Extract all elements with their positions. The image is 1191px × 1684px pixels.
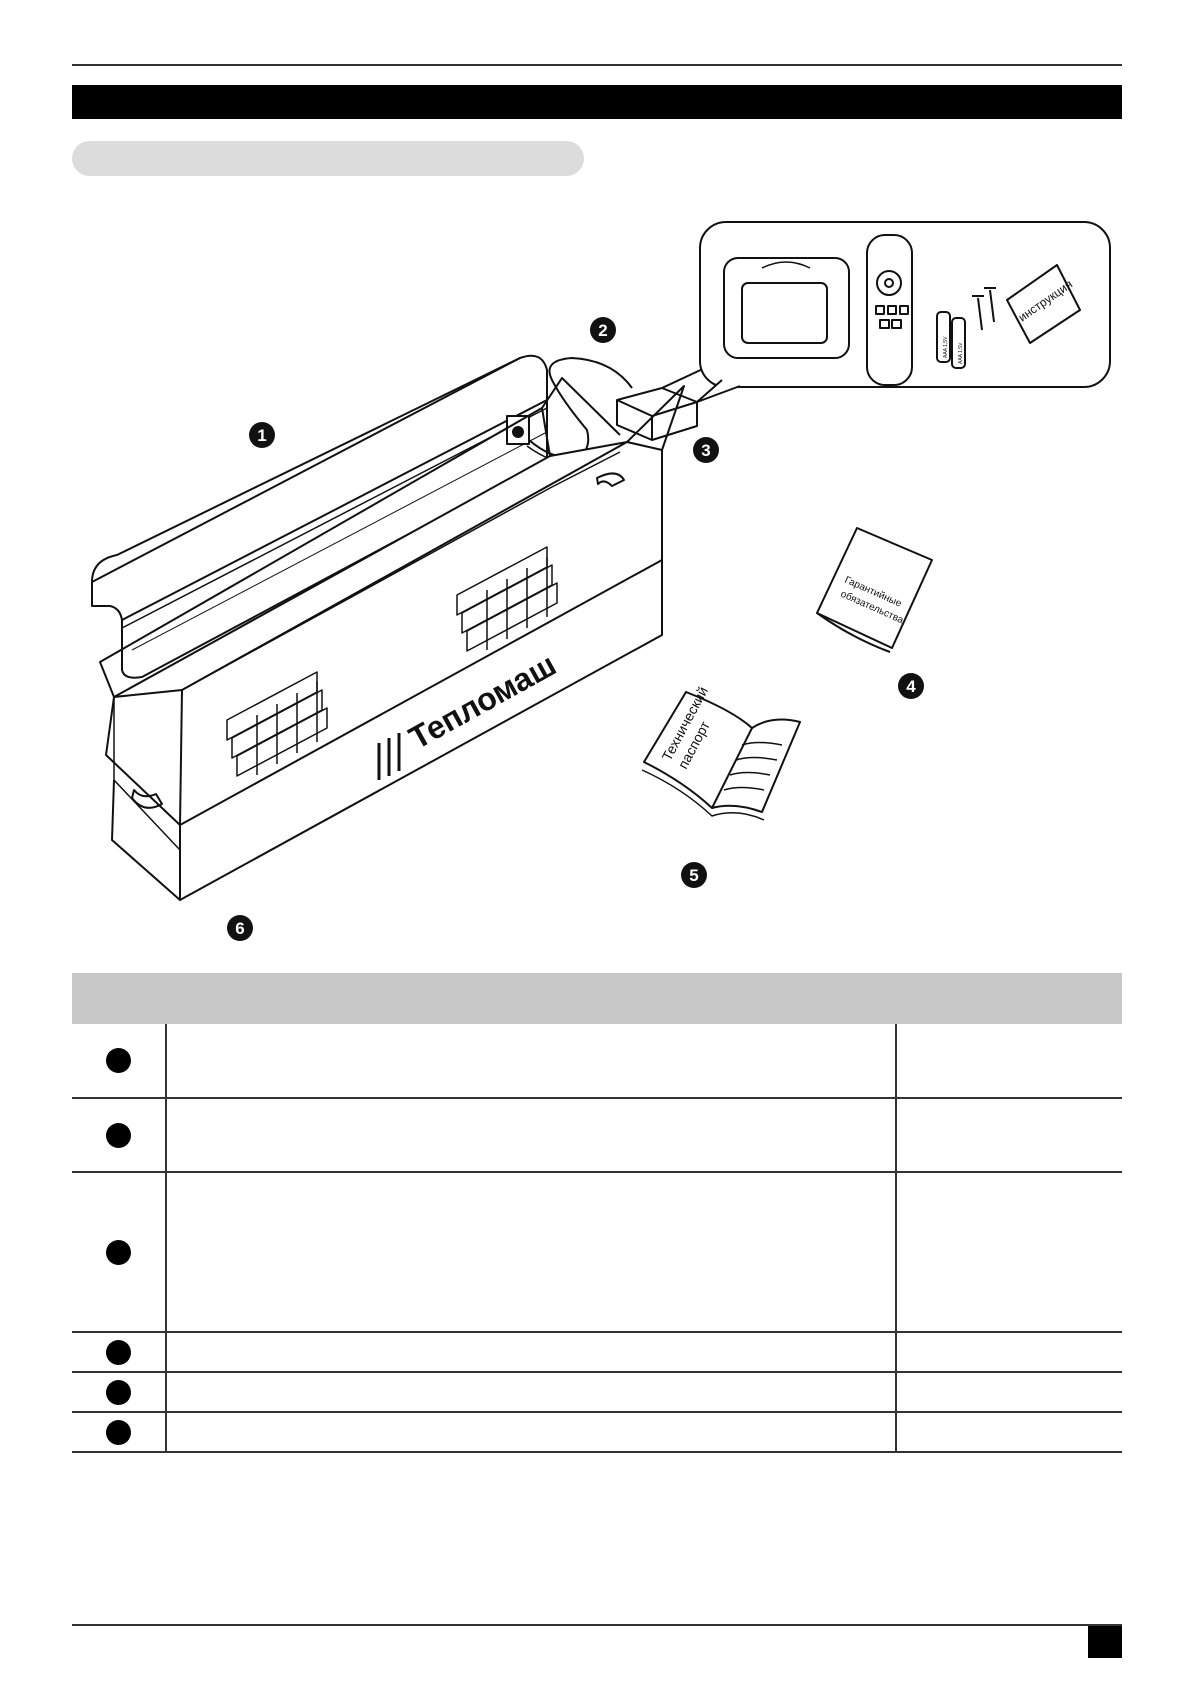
- battery-label-2: AAA 1,5V: [958, 342, 964, 364]
- battery-label-1: AAA 1,5V: [943, 336, 949, 358]
- svg-text:4: 4: [906, 677, 916, 696]
- callout-6: 6: [227, 915, 253, 941]
- callout-5: 5: [681, 862, 707, 888]
- table-row: [72, 1173, 1122, 1333]
- row-description: [167, 1024, 897, 1097]
- row-quantity: [897, 1099, 1122, 1171]
- page-number-box: [1088, 1626, 1122, 1658]
- subsection-pill: [72, 141, 584, 176]
- row-description: [167, 1173, 897, 1331]
- callout-4: 4: [898, 673, 924, 699]
- svg-text:5: 5: [689, 866, 698, 885]
- table-header: [72, 973, 1122, 1024]
- row-quantity: [897, 1413, 1122, 1451]
- header-rule: [72, 64, 1122, 66]
- callout-1: 1: [249, 422, 275, 448]
- row-quantity: [897, 1173, 1122, 1331]
- table-row: [72, 1333, 1122, 1373]
- svg-text:6: 6: [235, 919, 244, 938]
- svg-text:1: 1: [257, 426, 266, 445]
- callout-3: 3: [693, 437, 719, 463]
- row-marker: [106, 1379, 131, 1405]
- table-row: [72, 1024, 1122, 1099]
- row-marker: [106, 1048, 131, 1073]
- callout-2: 2: [590, 317, 616, 343]
- row-quantity: [897, 1024, 1122, 1097]
- svg-text:3: 3: [701, 441, 710, 460]
- section-title-bar: [72, 85, 1122, 119]
- technical-passport-booklet: [641, 691, 801, 821]
- warranty-booklet: [816, 527, 933, 653]
- svg-text:2: 2: [598, 321, 607, 340]
- table-row: [72, 1099, 1122, 1173]
- row-description: [167, 1333, 897, 1371]
- row-description: [167, 1373, 897, 1411]
- air-curtain-unit: [91, 354, 633, 679]
- row-marker: [106, 1239, 131, 1265]
- row-quantity: [897, 1373, 1122, 1411]
- package-contents-illustration: Тепломаш Гарантийные обязательства Техни…: [91, 221, 1111, 941]
- row-marker: [106, 1339, 131, 1365]
- accessories-bubble: [696, 221, 1111, 403]
- brand-logo-text: Тепломаш: [403, 646, 562, 756]
- row-description: [167, 1099, 897, 1171]
- row-description: [167, 1413, 897, 1451]
- row-marker: [106, 1122, 131, 1148]
- packaging-box: [99, 377, 685, 901]
- row-marker: [106, 1419, 131, 1445]
- footer-rule: [72, 1624, 1122, 1626]
- row-quantity: [897, 1333, 1122, 1371]
- table-row: [72, 1413, 1122, 1453]
- contents-table: [72, 1024, 1122, 1453]
- table-row: [72, 1373, 1122, 1413]
